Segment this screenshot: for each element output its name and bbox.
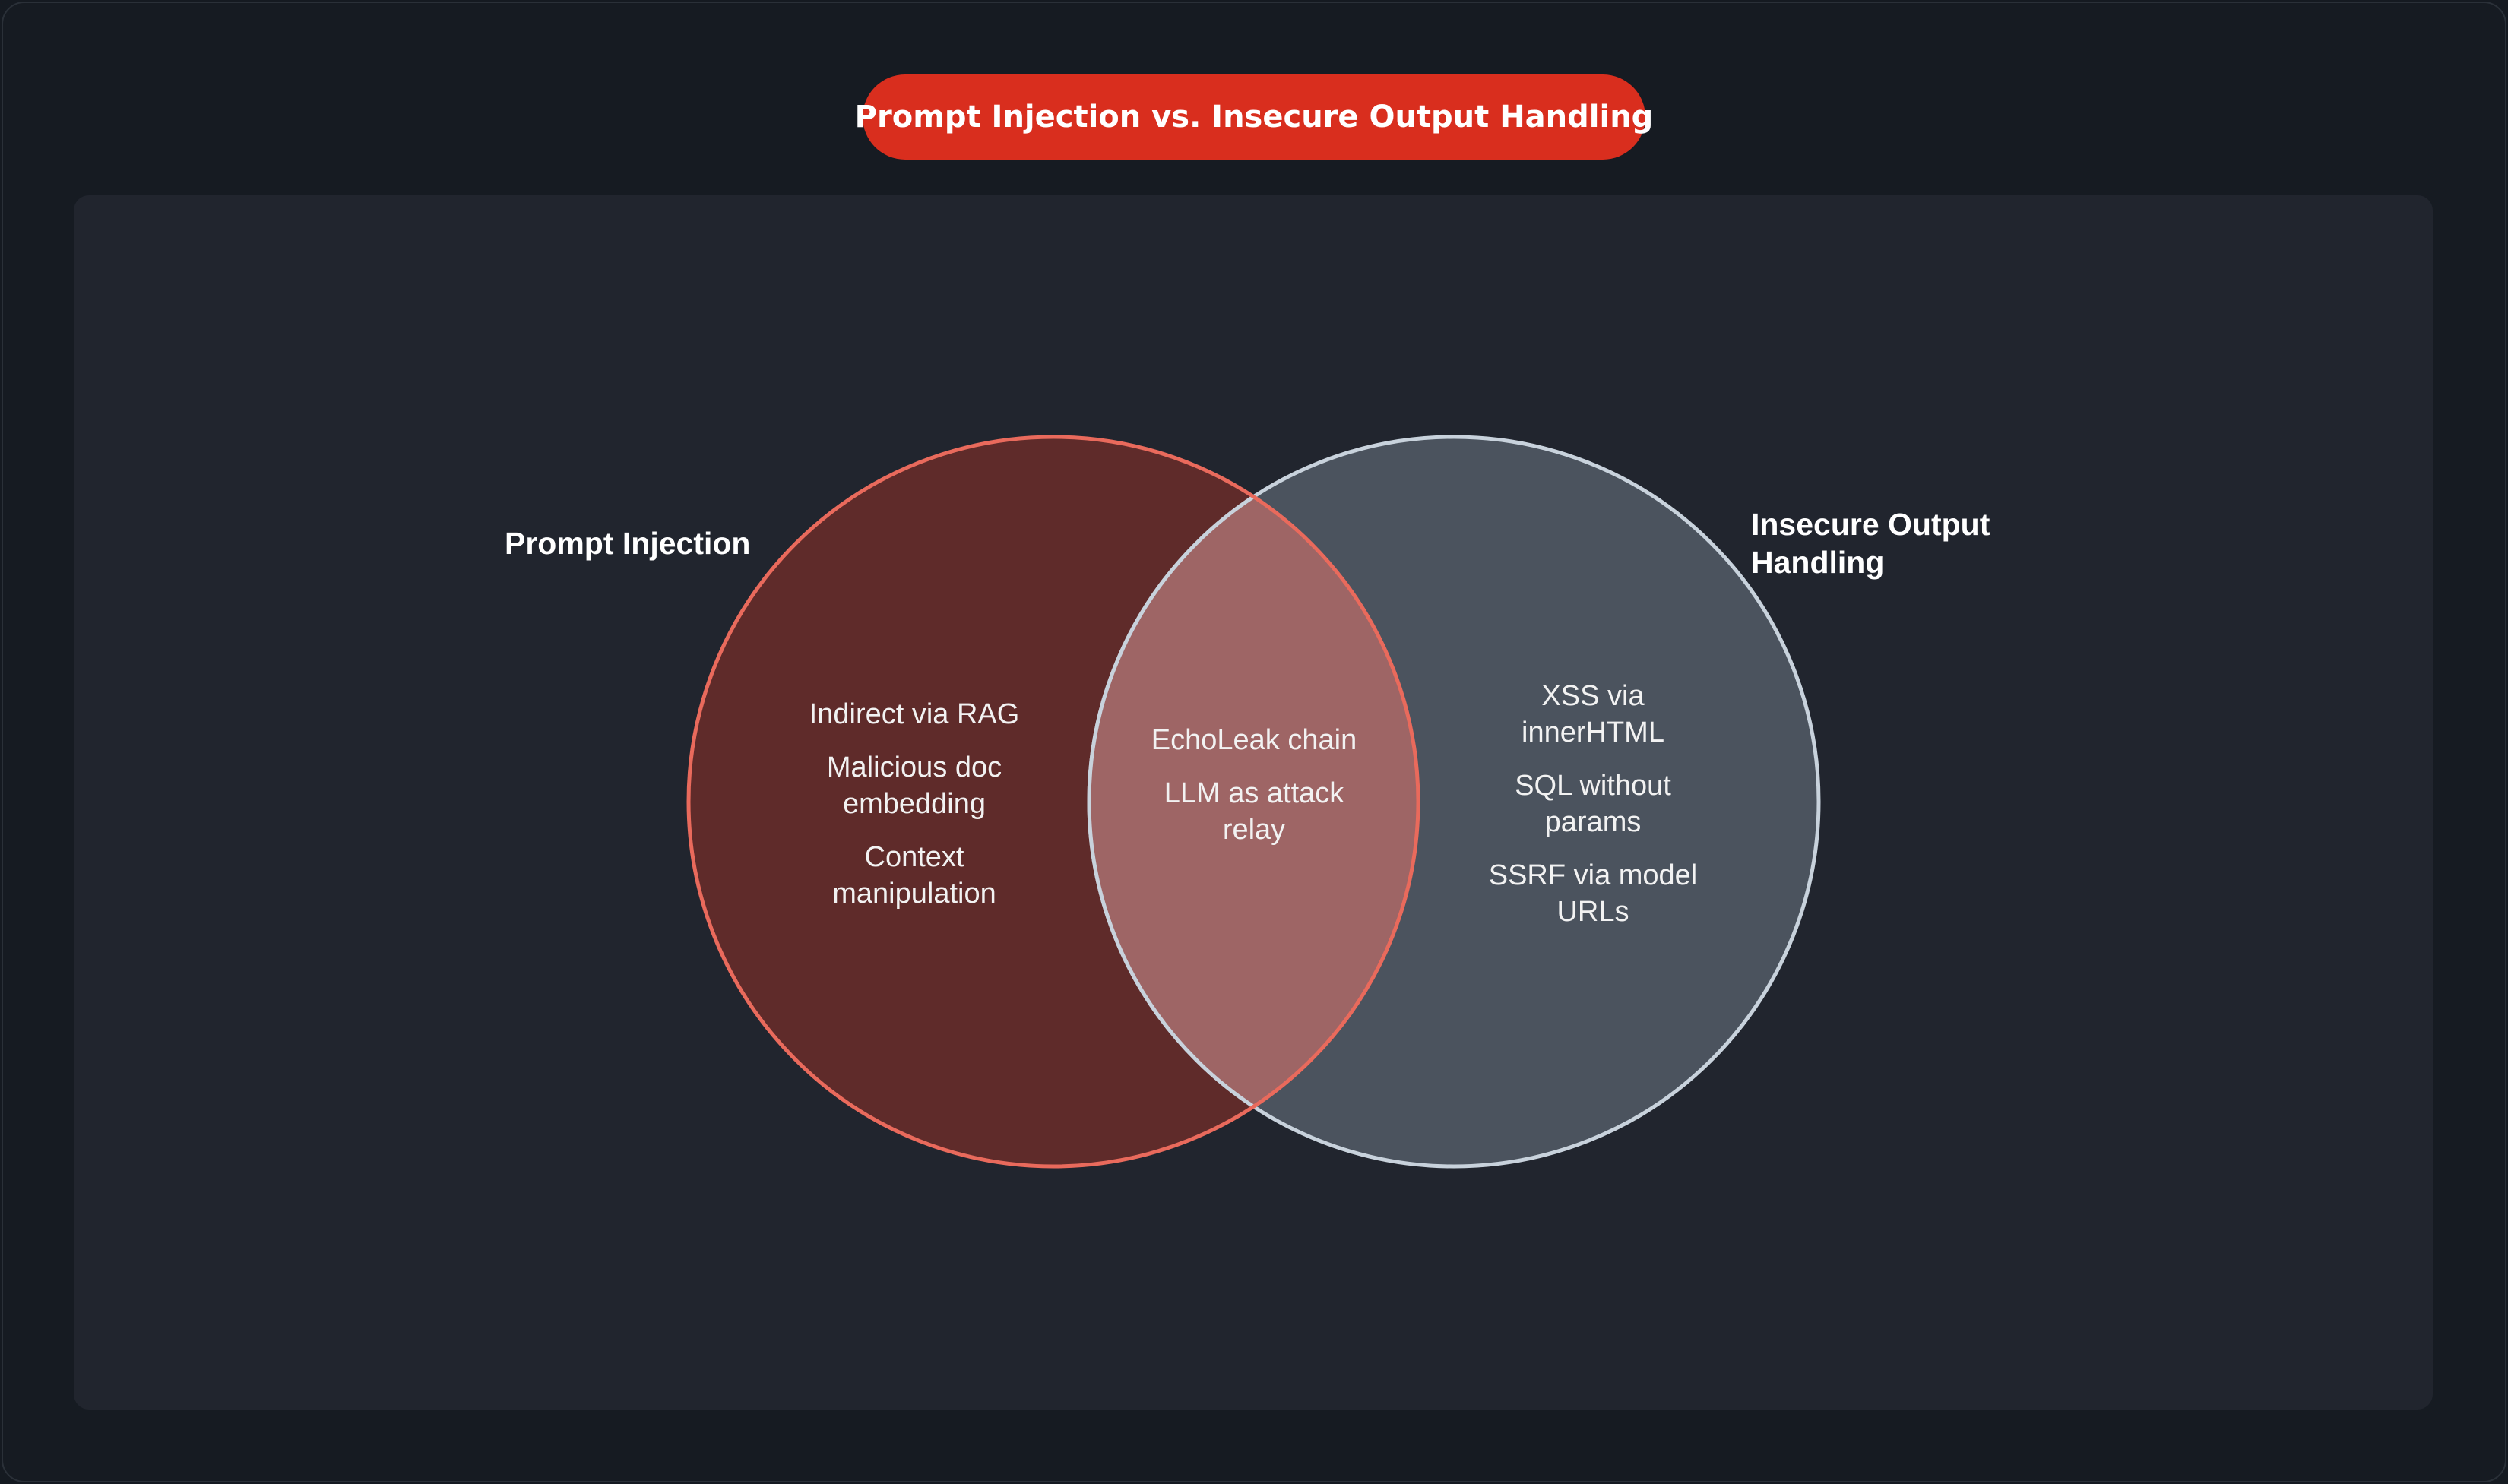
right-item: SQL without params — [1515, 770, 1671, 838]
right-set-label: Insecure Output Handling — [1751, 505, 1990, 581]
left-item: Indirect via RAG — [809, 698, 1020, 730]
left-set-label: Prompt Injection — [505, 526, 751, 561]
overlap-region — [1087, 437, 1418, 1166]
overlap-items: EchoLeak chain LLM as attack relay — [1148, 722, 1360, 848]
right-item: XSS via innerHTML — [1522, 680, 1664, 748]
left-item: Malicious doc embedding — [826, 751, 1002, 820]
right-only-items: XSS via innerHTML SQL without params SSR… — [1475, 678, 1711, 930]
left-only-items: Indirect via RAG Malicious doc embedding… — [800, 696, 1028, 912]
left-set-outline — [686, 435, 1420, 1169]
overlap-item: LLM as attack relay — [1164, 777, 1344, 846]
right-item: SSRF via model URLs — [1488, 859, 1698, 928]
overlap-item: EchoLeak chain — [1151, 724, 1357, 756]
right-set-label-line-1: Insecure Output — [1751, 507, 1990, 542]
right-set-label-line-2: Handling — [1751, 545, 1885, 580]
diagram-title: Prompt Injection vs. Insecure Output Han… — [855, 74, 1653, 160]
left-item: Context manipulation — [832, 841, 996, 910]
